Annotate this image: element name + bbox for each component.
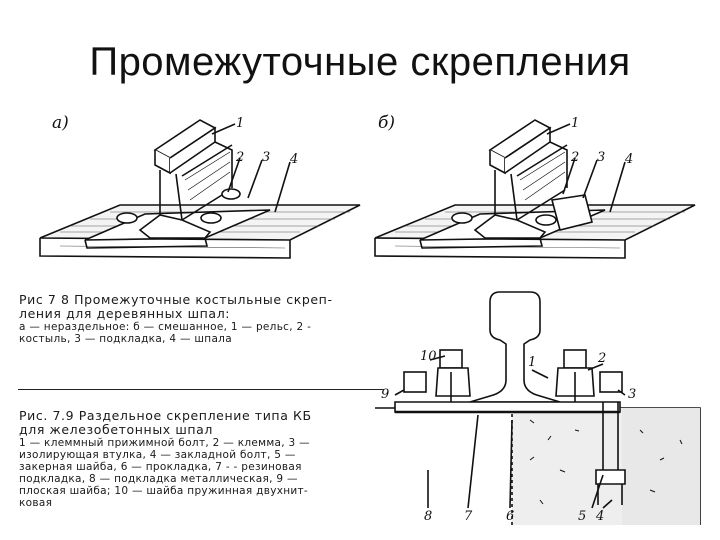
callout-a-3: 3: [262, 150, 270, 165]
callout-79-4: 4: [595, 509, 604, 524]
caption-79-title-line-2: для железобетонных шпал: [19, 422, 214, 437]
caption-79-body-line-4: подкладка, 8 — подкладка металлическая, …: [19, 473, 298, 485]
caption-78-title-line-2: ления для деревянных шпал:: [19, 306, 231, 321]
callout-79-7: 7: [464, 509, 473, 524]
callout-a-4: 4: [289, 152, 298, 167]
figure-b-letter: б): [378, 113, 396, 133]
caption-79-body-line-2: изолирующая втулка, 4 — закладной болт, …: [19, 449, 296, 461]
caption-79-body-line-1: 1 — клеммный прижимной болт, 2 — клемма,…: [19, 437, 310, 449]
caption-fig-7-9: Рис. 7.9 Раздельное скрепление типа КБ д…: [19, 408, 389, 510]
caption-fig-7-8: Рис 7 8 Промежуточные костыльные скреп- …: [19, 292, 389, 346]
callout-79-6: 6: [506, 509, 514, 524]
caption-79-body-line-3: закерная шайба, 6 — прокладка, 7 - - рез…: [19, 461, 302, 473]
caption-79-title-line-1: Рис. 7.9 Раздельное скрепление типа КБ: [19, 408, 312, 423]
callout-79-3: 3: [628, 387, 636, 402]
caption-79-body-line-5: плоская шайба; 10 — шайба пружинная двух…: [19, 485, 309, 497]
callout-79-10: 10: [420, 349, 437, 364]
section-divider: [18, 389, 384, 390]
callout-79-8: 8: [424, 509, 432, 524]
callout-b-1: 1: [571, 116, 579, 131]
slide-title: Промежуточные скрепления: [89, 40, 631, 84]
figure-79-kb-fastening: [375, 291, 701, 525]
caption-78-title-line-1: Рис 7 8 Промежуточные костыльные скреп-: [19, 292, 333, 307]
caption-79-body-line-6: ковая: [19, 497, 53, 509]
callout-b-3: 3: [597, 150, 605, 165]
callout-b-4: 4: [624, 152, 633, 167]
figure-b-rail-fastening: [374, 119, 696, 259]
figure-a-letter: а): [52, 113, 69, 133]
callout-a-1: 1: [236, 116, 244, 131]
callout-a-2: 2: [235, 150, 244, 165]
callout-79-9: 9: [381, 387, 389, 402]
callout-79-5: 5: [578, 509, 586, 524]
callout-79-1: 1: [528, 355, 536, 370]
callout-79-2: 2: [597, 351, 606, 366]
caption-78-body-line-1: а — нераздельное: б — смешанное, 1 — рел…: [19, 321, 312, 333]
callout-b-2: 2: [570, 150, 579, 165]
caption-78-body-line-2: костыль, 3 — подкладка, 4 — шпала: [19, 333, 232, 345]
